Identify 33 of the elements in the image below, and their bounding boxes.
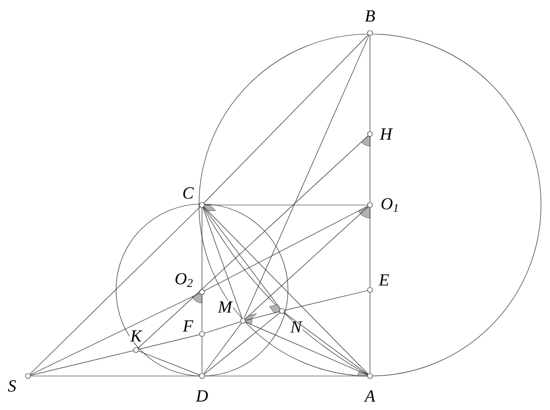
line-segment xyxy=(204,204,368,206)
point-label: A xyxy=(364,389,376,403)
line-segment xyxy=(138,350,200,376)
point-label: O$_{2}$ xyxy=(174,272,194,288)
point-label: D xyxy=(194,389,210,403)
line-segment xyxy=(30,206,200,374)
point-label: O$_{1}$ xyxy=(380,197,400,213)
line-segment xyxy=(245,322,368,376)
point-label: H xyxy=(378,127,394,141)
line-segment xyxy=(138,334,200,350)
point-label: B xyxy=(364,9,376,23)
line-segment xyxy=(30,292,200,376)
point-label: E xyxy=(378,273,390,287)
line-segment xyxy=(204,312,280,375)
line-segment xyxy=(284,290,368,311)
line-segment xyxy=(244,35,370,319)
point-label: N xyxy=(289,320,303,334)
line-segment xyxy=(202,207,242,319)
point-label: M xyxy=(216,300,234,314)
line-segment xyxy=(138,136,368,348)
point-label: C xyxy=(181,186,195,200)
line-segment xyxy=(30,350,134,376)
line-segment xyxy=(244,206,368,320)
point-label: K xyxy=(129,329,143,343)
line-segment xyxy=(245,311,280,321)
point-label: S xyxy=(6,379,18,393)
line-segment xyxy=(284,312,368,375)
line-segment xyxy=(204,206,368,291)
line-segment xyxy=(204,34,368,204)
line-segment xyxy=(203,322,242,374)
line-segment xyxy=(203,206,281,310)
point-label: F xyxy=(182,319,194,333)
line-segment xyxy=(204,322,241,334)
